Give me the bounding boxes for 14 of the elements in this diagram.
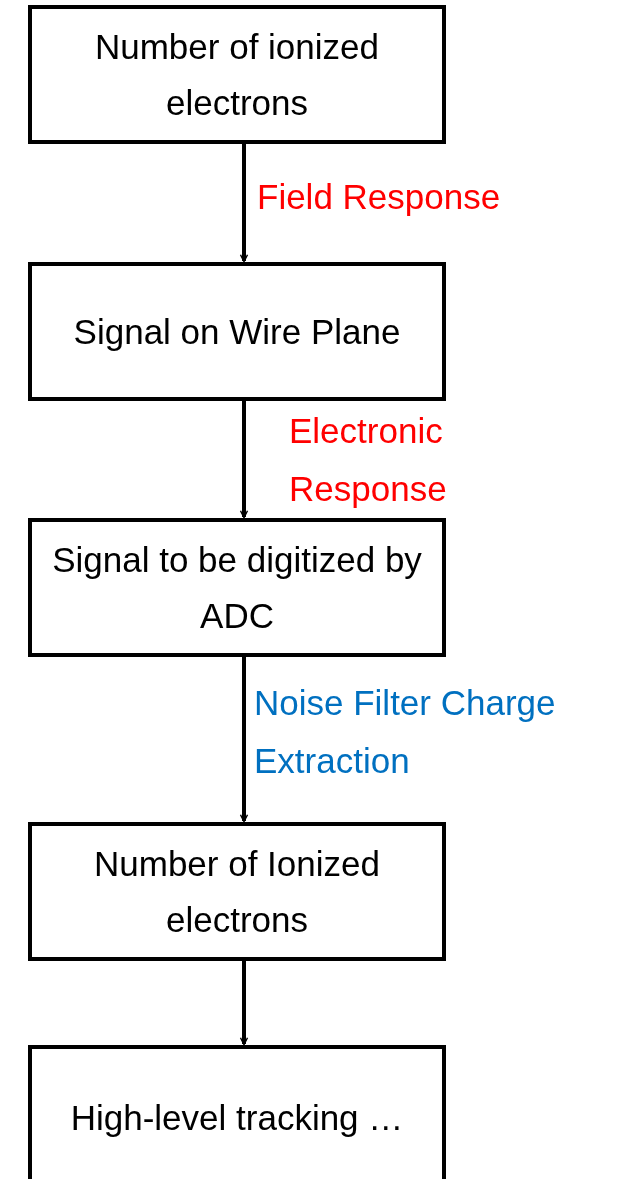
process-box — [28, 518, 446, 657]
arrow — [239, 657, 249, 823]
box-text: Number of ionized electrons — [93, 25, 380, 124]
process-box — [28, 262, 446, 401]
process-box — [28, 822, 446, 961]
process-box — [28, 5, 446, 144]
box-text: Number of Ionized electrons — [93, 842, 381, 941]
box-text: Signal on Wire Plane — [72, 310, 402, 353]
arrow — [239, 961, 249, 1046]
box-text: Signal to be digitized by ADC — [51, 538, 423, 637]
arrow — [239, 401, 249, 519]
process-box — [28, 1045, 446, 1179]
box-text: High-level tracking … — [69, 1096, 405, 1139]
arrow — [239, 144, 249, 263]
